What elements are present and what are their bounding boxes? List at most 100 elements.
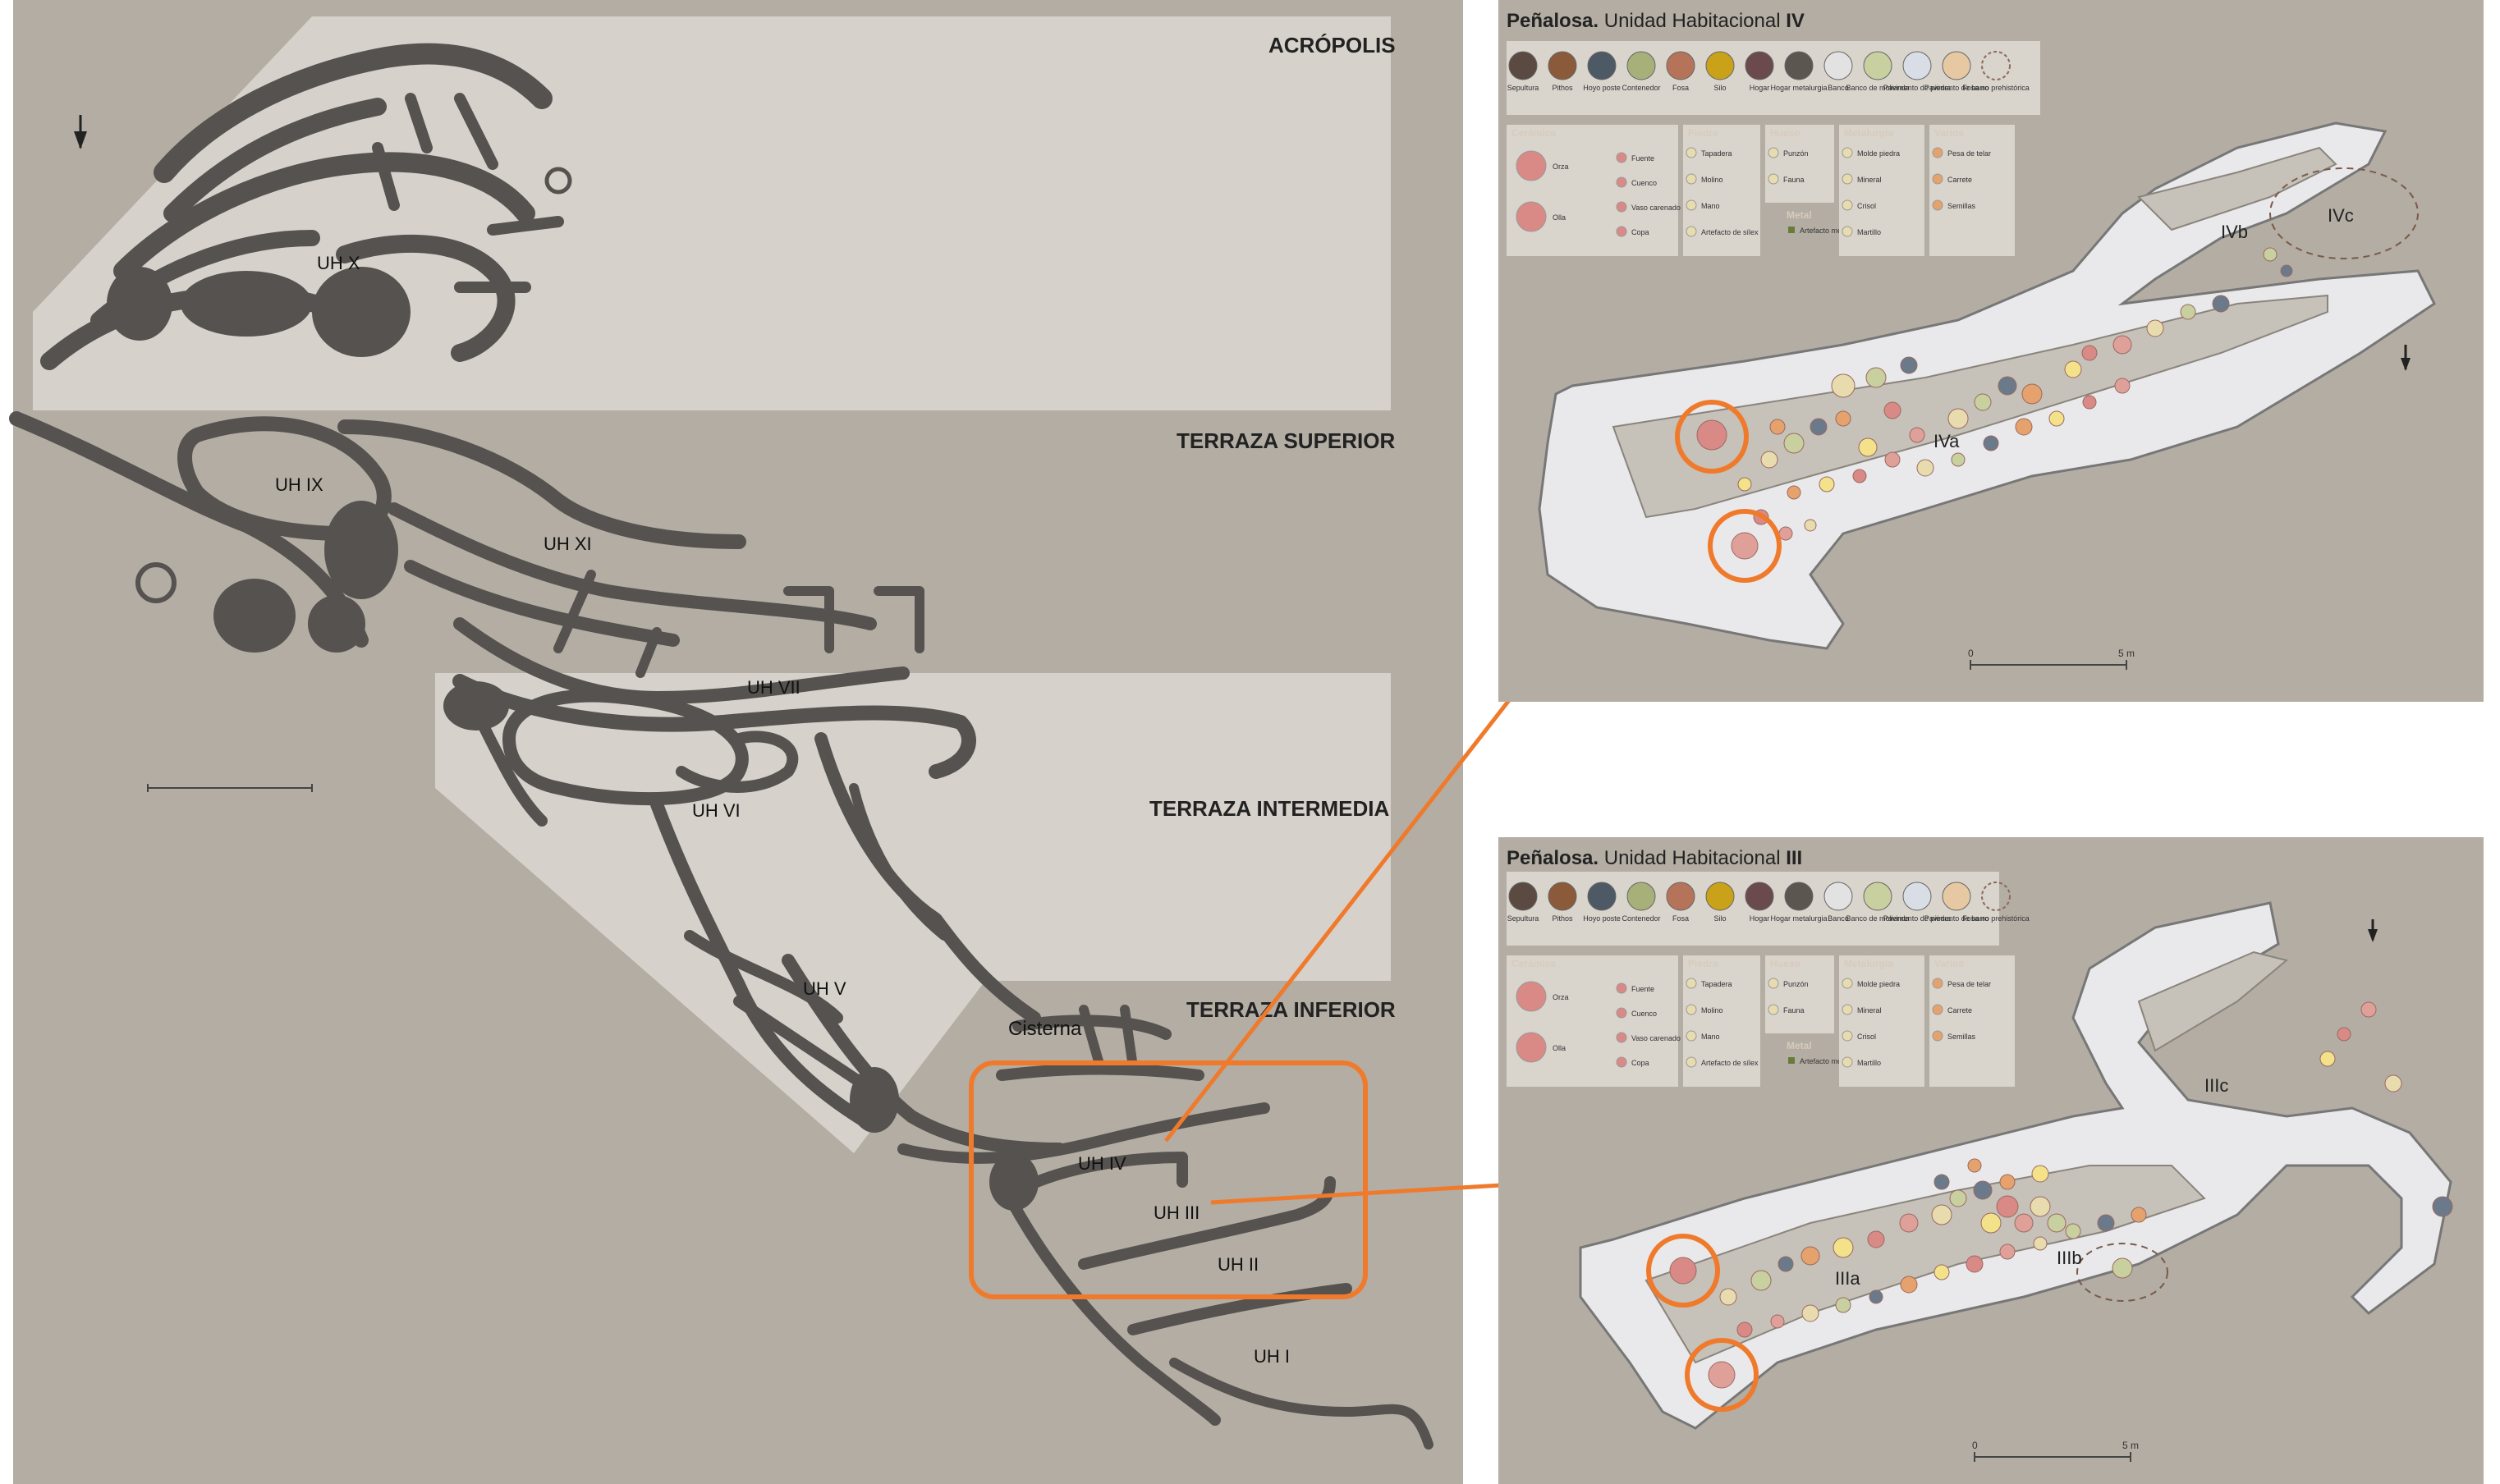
legend-item-icon [1842, 199, 1853, 211]
legend-group-box [1507, 125, 1678, 256]
legend-symbol-swatch [1626, 882, 1656, 911]
legend-item-icon [1616, 982, 1627, 994]
legend-item-icon [1616, 152, 1627, 163]
legend-symbol-swatch [1626, 51, 1656, 80]
legend-symbol-swatch [1548, 51, 1577, 80]
artifact-mark [2280, 264, 2293, 277]
legend-group-box [1765, 125, 1834, 203]
legend-item-icon [1516, 150, 1547, 181]
legend-item-label: Mineral [1857, 1006, 1882, 1015]
artifact-mark [2021, 383, 2043, 405]
artifact-mark [2048, 410, 2065, 427]
legend-item-icon [1842, 1004, 1853, 1015]
unit-label-uh-i: UH I [1254, 1346, 1290, 1367]
legend-item-label: Molino [1701, 1006, 1723, 1015]
legend-symbol-swatch [1587, 882, 1617, 911]
legend-item-label: Carrete [1947, 176, 1972, 184]
legend-item-label: Artefacto metálico [1800, 227, 1859, 235]
legend-symbol-label: Sepultura [1507, 914, 1539, 923]
unit-label-uh-iv: UH IV [1078, 1153, 1126, 1174]
legend-symbol-swatch [1942, 51, 1971, 80]
artifact-mark [1947, 408, 1969, 429]
legend-item-label: Molde piedra [1857, 980, 1900, 988]
legend-group-title: Varios [1934, 127, 1964, 139]
legend-group-title: Metal [1787, 1040, 1812, 1051]
legend-item-icon [1932, 1030, 1943, 1042]
legend-symbol-label: Silo [1713, 914, 1726, 923]
legend-group-box [1839, 125, 1924, 256]
uh-iii-scale-start: 0 [1972, 1440, 1978, 1451]
legend-symbol-swatch [1823, 882, 1853, 911]
uh-iii-scale-end: 5 m [2122, 1440, 2139, 1451]
legend-item-icon [1616, 1056, 1627, 1068]
legend-symbol-swatch [1981, 51, 2011, 80]
artifact-mark [2432, 1196, 2453, 1217]
uh-iv-fosa-outline [2269, 167, 2419, 259]
artifact-mark [1980, 1212, 2002, 1234]
zone-label-acropolis: ACRÓPOLIS [1268, 33, 1396, 57]
artifact-mark [1858, 437, 1878, 457]
legend-item-icon [1686, 1030, 1697, 1042]
legend-symbol-label: Banco de molienda [1846, 84, 1909, 92]
artifact-mark [1899, 1213, 1919, 1233]
artifact-mark [1983, 435, 1999, 451]
legend-group-box [1765, 955, 1834, 1033]
artifact-mark [1778, 526, 1793, 541]
unit-label-uh-vii: UH VII [747, 677, 800, 698]
artifact-mark [2030, 1196, 2051, 1217]
artifact-mark [1931, 1204, 1952, 1225]
uh-iii-highlight-circle [1646, 1234, 1720, 1308]
artifact-mark [1833, 1237, 1854, 1258]
legend-item-icon [1686, 1056, 1697, 1068]
artifact-mark [1869, 1289, 1883, 1304]
artifact-mark [1974, 393, 1992, 411]
artifact-mark [1831, 373, 1856, 398]
artifact-mark [1900, 356, 1918, 374]
zone-label-terraza-inferior: TERRAZA INFERIOR [1186, 997, 1396, 1022]
legend-item-label: Olla [1553, 213, 1566, 222]
legend-symbol-label: Hogar [1750, 84, 1770, 92]
zone-label-terraza-superior: TERRAZA SUPERIOR [1177, 428, 1396, 453]
room-label-iiia: IIIa [1835, 1268, 1860, 1289]
uh-iii-panel: Peñalosa. Unidad Habitacional III Sepult… [1498, 837, 2484, 1484]
artifact-mark [1967, 1158, 1982, 1173]
artifact-mark [1900, 1276, 1918, 1294]
legend-symbol-swatch [1548, 882, 1577, 911]
uh-iv-panel: Peñalosa. Unidad Habitacional IV Sepultu… [1498, 0, 2484, 702]
artifact-mark [1883, 401, 1901, 419]
legend-item-label: Fauna [1783, 1006, 1805, 1015]
artifact-mark [1884, 451, 1901, 468]
uh-iii-title: Peñalosa. Unidad Habitacional III [1507, 847, 1803, 869]
room-label-iiic: IIIc [2204, 1075, 2228, 1096]
artifact-mark [1966, 1255, 1984, 1273]
legend-symbol-label: Contenedor [1622, 84, 1660, 92]
legend-symbol-swatch [1705, 51, 1735, 80]
artifact-mark [1783, 433, 1805, 454]
legend-group-box [1929, 955, 2015, 1087]
legend-symbol-label: Pavimento de piedra [1883, 84, 1952, 92]
room-label-ivc: IVc [2328, 205, 2354, 226]
artifact-mark [1800, 1246, 1820, 1266]
legend-item-label: Carrete [1947, 1006, 1972, 1015]
site-scale-bar [147, 784, 313, 792]
legend-item-label: Punzón [1783, 149, 1809, 158]
legend-item-icon [1842, 226, 1853, 237]
legend-symbol-swatch [1666, 882, 1695, 911]
uh-iii-highlight-circle [1685, 1338, 1759, 1412]
artifact-mark [1737, 477, 1752, 492]
uh-iii-fosa-outline [2076, 1243, 2168, 1302]
artifact-mark [1769, 419, 1786, 435]
legend-symbol-swatch [1863, 51, 1892, 80]
legend-symbol-swatch [1942, 882, 1971, 911]
legend-item-label: Crisol [1857, 1033, 1876, 1041]
artifact-mark [1951, 452, 1966, 467]
legend-symbol-label: Fosa no prehistórica [1962, 84, 2030, 92]
legend-symbol-swatch [1863, 882, 1892, 911]
legend-item-icon [1768, 978, 1779, 989]
legend-item-label: Fauna [1783, 176, 1805, 184]
artifact-mark [1999, 1174, 2016, 1190]
artifact-mark [1669, 1257, 1697, 1285]
legend-symbol-label: Pithos [1552, 914, 1573, 923]
uh-iii-north-arrow [2368, 919, 2378, 942]
